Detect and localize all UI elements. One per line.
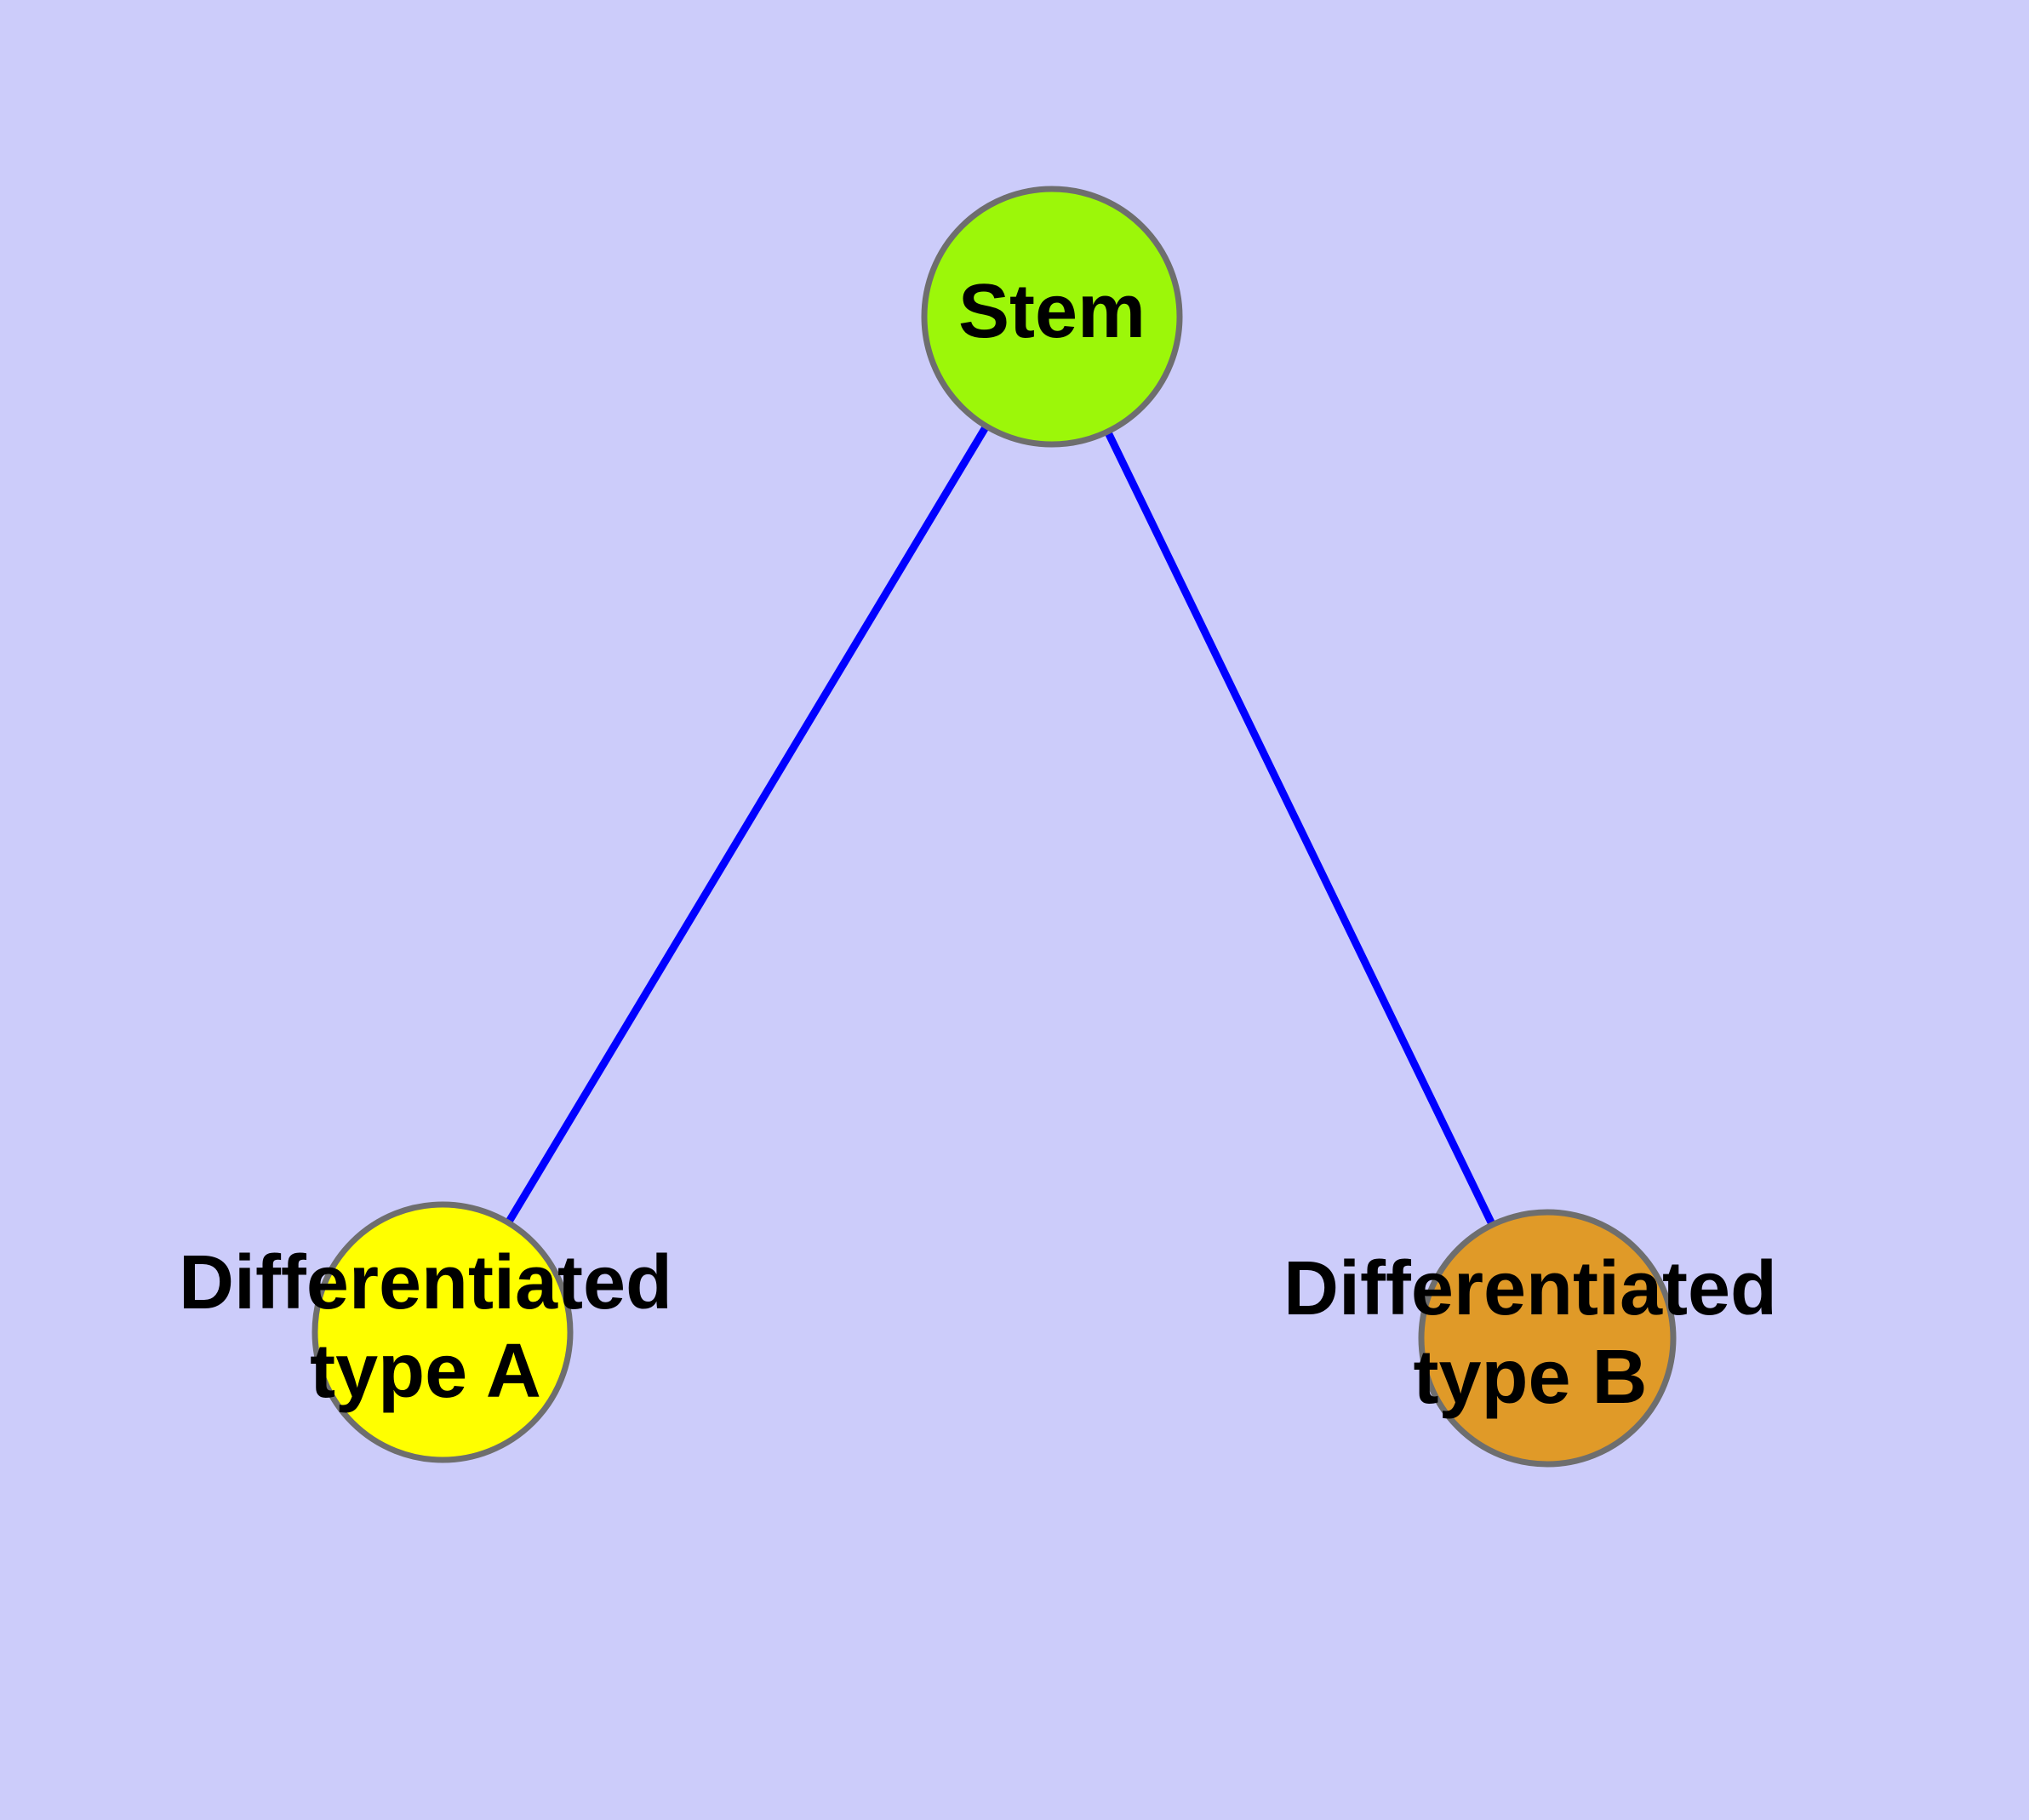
graph-node-label-line: Stem	[958, 269, 1146, 354]
graph-node-label-line: type A	[310, 1329, 541, 1414]
nodes-layer	[311, 186, 1677, 1468]
graph-node-diff_b[interactable]	[1418, 1209, 1677, 1468]
graph-node-label-line: type B	[1413, 1335, 1647, 1420]
graph-node-label-line: Differentiated	[179, 1240, 672, 1325]
graph-edge-stem-to-diff-b[interactable]	[1103, 428, 1497, 1228]
graph-node-label-stem: Stem	[958, 269, 1146, 354]
graph-edge-stem-to-diff-a[interactable]	[504, 422, 991, 1227]
graph-node-diff_a[interactable]	[311, 1201, 574, 1463]
edges-layer	[504, 422, 1497, 1228]
graph-node-label-line: Differentiated	[1283, 1246, 1777, 1331]
graph-node-stem[interactable]	[921, 186, 1183, 448]
